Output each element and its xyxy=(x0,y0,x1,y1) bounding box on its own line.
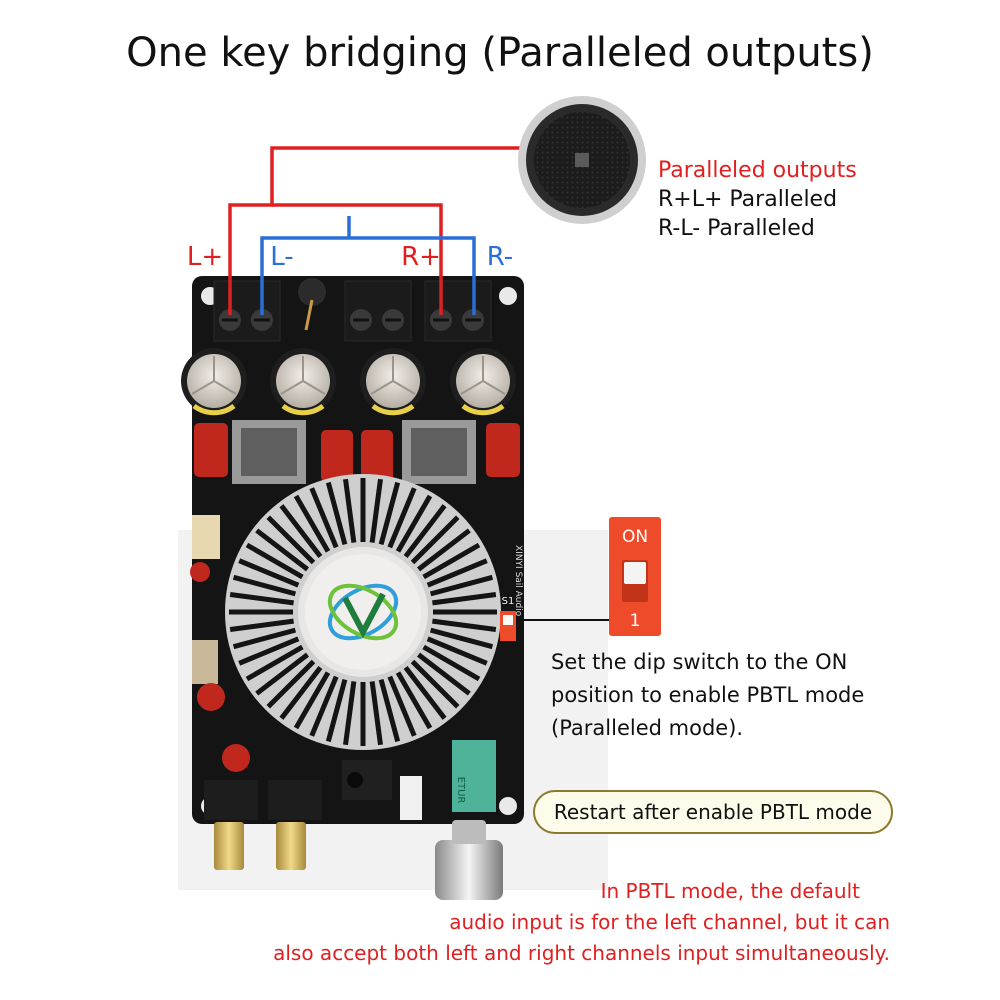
paralleled-minus-note: R-L- Paralleled xyxy=(658,216,815,241)
label-r-minus: R- xyxy=(487,242,513,272)
heatsink-fin xyxy=(266,515,316,565)
paralleled-outputs-heading: Paralleled outputs xyxy=(658,158,857,183)
capacitor-4 xyxy=(450,348,516,416)
dip-toggle-knob xyxy=(624,562,646,584)
pbtl-note-line-2: audio input is for the left channel, but… xyxy=(449,910,890,934)
heatsink-fin xyxy=(245,644,304,682)
dip-note-line-1: Set the dip switch to the ON xyxy=(551,650,848,674)
heatsink-fin xyxy=(395,671,433,730)
screw-terminal-center xyxy=(344,280,412,342)
capacitor-2 xyxy=(270,348,336,416)
film-capacitors xyxy=(194,423,520,482)
label-l-plus: L+ xyxy=(187,242,223,272)
heatsink-fin xyxy=(255,652,309,696)
heatsink-fin xyxy=(422,542,481,580)
heatsink-fin xyxy=(378,481,401,546)
dip-on-label: ON xyxy=(621,527,649,547)
heatsink-fin xyxy=(232,627,297,650)
audio-jack xyxy=(342,760,392,800)
onboard-dip-switch: S1 xyxy=(500,596,516,641)
heatsink-fin xyxy=(429,574,494,597)
heatsink-fin xyxy=(369,681,383,746)
heatsink-fin xyxy=(279,504,323,558)
paralleled-plus-note: R+L+ Paralleled xyxy=(658,187,838,212)
heatsink-fin xyxy=(387,675,417,737)
left-edge-components xyxy=(190,515,250,772)
heatsink-fin xyxy=(378,678,401,743)
dip-note-line-3: (Paralleled mode). xyxy=(551,716,744,740)
pbtl-input-note: In PBTL mode, the default audio input is… xyxy=(120,876,890,969)
heatsink-fin xyxy=(343,478,357,543)
restart-note-badge: Restart after enable PBTL mode xyxy=(533,790,893,834)
heatsink xyxy=(225,474,501,750)
pbtl-note-line-3: also accept both left and right channels… xyxy=(273,941,890,965)
heatsink-fin xyxy=(232,574,297,597)
capacitor-1 xyxy=(181,348,247,416)
dip-switch-instructions: Set the dip switch to the ON position to… xyxy=(551,646,864,745)
heatsink-fin xyxy=(417,652,471,696)
heatsink-fin xyxy=(309,487,339,549)
screw-terminal-left xyxy=(213,280,281,342)
heatsink-fin xyxy=(293,494,331,553)
heatsink-fin xyxy=(395,494,433,553)
page-title: One key bridging (Paralleled outputs) xyxy=(126,30,874,76)
heatsink-fin xyxy=(410,659,460,709)
bluetooth-module: ETUR xyxy=(452,740,496,812)
s1-label: S1 xyxy=(502,596,515,607)
heatsink-fin xyxy=(403,504,447,558)
heatsink-fin xyxy=(417,528,471,572)
dip-switch-callout: ON 1 xyxy=(609,517,661,636)
heatsink-fin xyxy=(429,627,494,650)
module-marking: ETUR xyxy=(455,777,466,804)
heatsink-fin xyxy=(266,659,316,709)
volume-knob-icon[interactable] xyxy=(435,820,503,900)
inductor xyxy=(298,278,326,331)
screw-terminal-right xyxy=(424,280,492,342)
heatsink-fin xyxy=(426,636,488,666)
heatsink-fin xyxy=(410,515,460,565)
heatsink-fin xyxy=(432,592,497,606)
heatsink-fin xyxy=(343,681,357,746)
output-inductors xyxy=(232,420,476,484)
speaker-notes: Paralleled outputs R+L+ Paralleled R-L- … xyxy=(658,156,857,243)
rca-jack-left xyxy=(204,780,258,870)
pin-header xyxy=(400,776,422,820)
dip-note-line-2: position to enable PBTL mode xyxy=(551,683,865,707)
heatsink-fin xyxy=(245,542,304,580)
heatsink-fin xyxy=(432,618,497,632)
brand-silkscreen: XINYI Sail Audio xyxy=(513,545,523,617)
negative-wires xyxy=(260,216,476,315)
label-r-plus: R+ xyxy=(401,242,441,272)
heatsink-fin xyxy=(255,528,309,572)
heatsink-fin xyxy=(325,678,348,743)
heatsink-fin xyxy=(369,478,383,543)
heatsink-fin xyxy=(309,675,339,737)
heatsink-fin xyxy=(238,558,300,588)
heatsink-fin xyxy=(229,592,294,606)
dip-position-number: 1 xyxy=(629,611,641,631)
positive-wires xyxy=(228,146,524,315)
heatsink-fin xyxy=(293,671,331,730)
heatsink-fin xyxy=(325,481,348,546)
heatsink-fin xyxy=(422,644,481,682)
rca-jack-right xyxy=(268,780,322,870)
heatsink-fin xyxy=(279,666,323,720)
capacitor-3 xyxy=(360,348,426,416)
pbtl-note-line-1: In PBTL mode, the default xyxy=(600,879,860,903)
label-l-minus: L- xyxy=(270,242,293,272)
heatsink-fin xyxy=(387,487,417,549)
xinyi-logo-icon xyxy=(327,583,399,641)
speaker-icon xyxy=(518,96,646,224)
heatsink-fin xyxy=(426,558,488,588)
heatsink-fin xyxy=(403,666,447,720)
heatsink-fin xyxy=(229,618,294,632)
heatsink-fin xyxy=(238,636,300,666)
